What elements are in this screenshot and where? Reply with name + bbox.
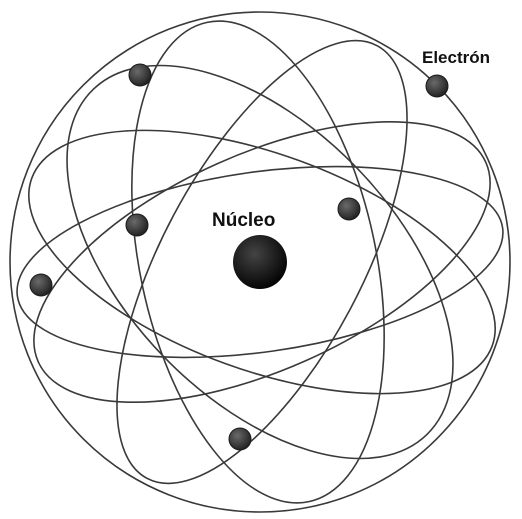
nucleus-label: Núcleo	[212, 210, 275, 231]
electron-2	[426, 75, 448, 97]
electron-5	[30, 274, 52, 296]
electron-3	[338, 198, 360, 220]
electron-label: Electrón	[422, 48, 490, 67]
nucleus	[233, 235, 287, 289]
electron-4	[126, 214, 148, 236]
electron-6	[229, 428, 251, 450]
electron-1	[129, 64, 151, 86]
